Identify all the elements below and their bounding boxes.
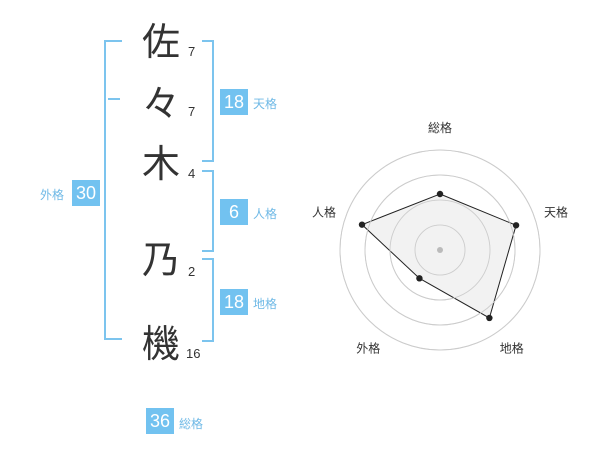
radar-axis-label-4: 外格 — [356, 341, 380, 356]
soukaku-label: 総格 — [179, 417, 204, 431]
name-char-3: 木 — [142, 142, 181, 186]
radar-axis-label-1: 総格 — [428, 120, 452, 135]
radar-point-2 — [512, 222, 520, 229]
stroke-count-3: 4 — [188, 166, 196, 181]
radar-point-3 — [486, 314, 493, 322]
tenkaku-value: 18 — [220, 89, 248, 115]
radar-point-4 — [416, 275, 423, 282]
radar-grid-ring-overlay — [339, 149, 541, 351]
radar-grid-ring-overlay — [364, 174, 516, 326]
stroke-count-2: 7 — [188, 104, 196, 119]
jinkaku-label: 人格 — [253, 207, 278, 221]
name-char-1: 佐 — [142, 20, 181, 64]
radar-grid-ring-overlay — [414, 224, 466, 276]
name-char-5: 機 — [142, 322, 181, 366]
tenkaku-bracket — [202, 40, 214, 162]
jinkaku-bracket — [202, 170, 214, 252]
chikaku-value: 18 — [220, 289, 248, 315]
radar-grid-ring-overlay — [389, 199, 491, 301]
tenkaku-label: 天格 — [253, 97, 278, 111]
radar-point-1 — [436, 190, 444, 198]
chikaku-label: 地格 — [253, 297, 278, 311]
soukaku-value: 36 — [146, 408, 174, 434]
jinkaku-value: 6 — [220, 199, 248, 225]
gaikaku-label: 外格 — [40, 188, 65, 202]
radar-axis-label-5: 人格 — [312, 204, 336, 219]
radar-point-5 — [358, 221, 366, 228]
radar-axis-label-3: 地格 — [500, 341, 524, 356]
gaikaku-bracket-tick — [108, 98, 120, 100]
gaikaku-value: 30 — [72, 180, 100, 206]
radar-polygon — [361, 193, 517, 319]
name-char-2: 々 — [142, 82, 181, 126]
stroke-count-1: 7 — [188, 44, 196, 59]
radar-center-dot — [437, 247, 443, 253]
radar-axis-label-2: 天格 — [544, 204, 568, 219]
stroke-count-4: 2 — [188, 264, 196, 279]
gaikaku-bracket — [104, 40, 122, 340]
stroke-count-5: 16 — [186, 346, 201, 361]
name-char-4: 乃 — [142, 238, 181, 282]
chikaku-bracket — [202, 258, 214, 342]
